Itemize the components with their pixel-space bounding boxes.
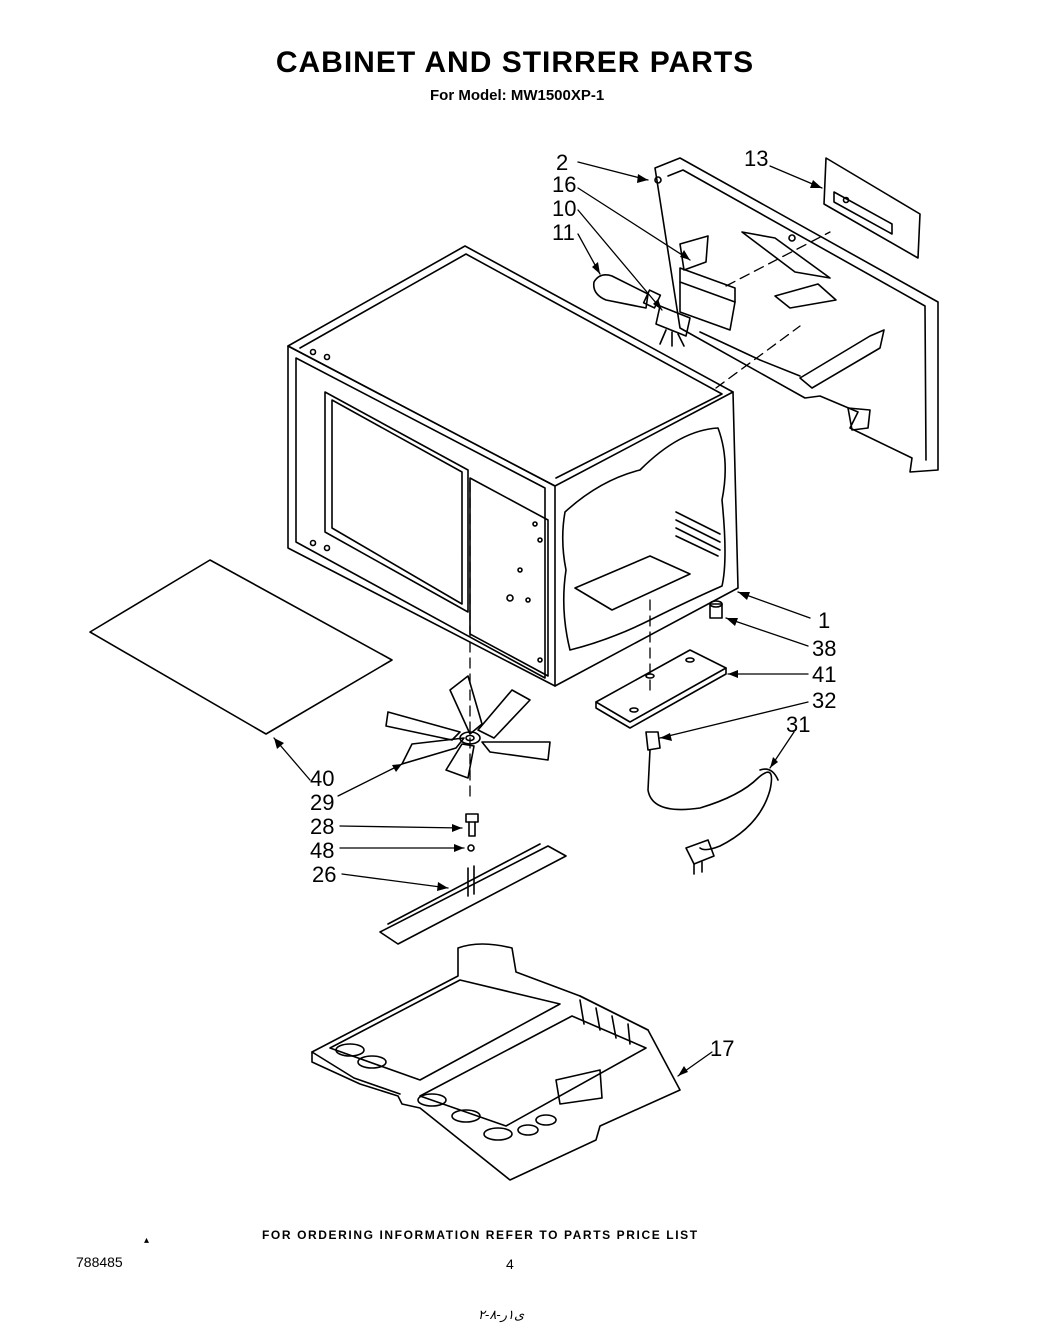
callout-2: 2	[556, 150, 568, 175]
ordering-note: FOR ORDERING INFORMATION REFER TO PARTS …	[262, 1228, 699, 1242]
power-cord-part-31	[647, 749, 779, 875]
stirrer-blade-part-29	[385, 675, 551, 779]
handwritten-note: ی۱ر-۸-۲	[478, 1308, 525, 1323]
callout-13: 13	[744, 146, 768, 171]
arrow-heads	[274, 174, 822, 1076]
cabinet-part-1	[287, 245, 739, 687]
callout-16: 16	[552, 172, 576, 197]
bottom-plate-part-41	[595, 649, 727, 729]
callout-11: 11	[552, 220, 575, 245]
back-panel-part-2	[654, 157, 939, 473]
screw-part-28	[465, 813, 479, 837]
shaft-bracket-part-26	[379, 843, 567, 945]
shelf-part-40	[89, 559, 393, 735]
document-number: 788485	[76, 1254, 123, 1270]
callout-1: 1	[818, 608, 830, 633]
callout-48: 48	[310, 838, 334, 863]
model-subtitle: For Model: MW1500XP-1	[430, 87, 605, 104]
assembly-lines	[469, 231, 831, 801]
lamp-part-11	[592, 274, 662, 309]
callout-17: 17	[710, 1036, 734, 1061]
cord-clamp-part-32	[645, 731, 661, 751]
cover-plate-part-13	[823, 157, 921, 259]
foot-part-38	[709, 600, 723, 619]
leader-lines	[273, 161, 823, 1077]
callout-41: 41	[812, 662, 836, 687]
callout-26: 26	[312, 862, 336, 887]
callout-10: 10	[552, 196, 576, 221]
page-number: 4	[506, 1256, 514, 1272]
callout-28: 28	[310, 814, 334, 839]
page-title: CABINET AND STIRRER PARTS	[275, 46, 755, 79]
callout-31: 31	[786, 712, 810, 737]
washer-part-48	[467, 844, 475, 852]
base-pan-part-17	[311, 943, 681, 1181]
bracket-part-16	[679, 267, 736, 331]
callout-32: 32	[812, 688, 836, 713]
callout-29: 29	[310, 790, 334, 815]
lamp-socket-part-10	[655, 305, 691, 347]
callout-40: 40	[310, 766, 334, 791]
callout-38: 38	[812, 636, 836, 661]
registration-mark: ▴	[144, 1235, 150, 1246]
